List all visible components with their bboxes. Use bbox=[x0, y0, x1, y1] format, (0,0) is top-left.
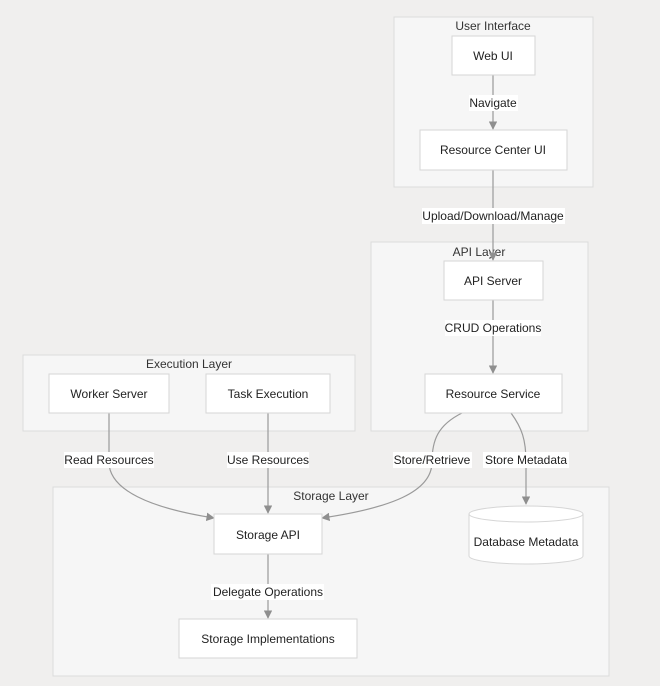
svg-text:Use Resources: Use Resources bbox=[227, 453, 309, 467]
node-web-ui[interactable]: Web UI bbox=[451, 35, 536, 76]
node-storage-api-label: Storage API bbox=[236, 528, 300, 542]
database-cylinder-top bbox=[468, 513, 584, 523]
edge-label-upload: Upload/Download/Manage bbox=[422, 208, 565, 224]
node-resource-center-ui[interactable]: Resource Center UI bbox=[419, 129, 568, 171]
edge-label-delegate: Delegate Operations bbox=[211, 584, 324, 600]
cluster-execution-layer-label: Execution Layer bbox=[146, 357, 232, 371]
node-database-metadata-label: Database Metadata bbox=[474, 535, 579, 549]
svg-text:Upload/Download/Manage: Upload/Download/Manage bbox=[422, 209, 564, 223]
node-api-server[interactable]: API Server bbox=[443, 260, 544, 301]
svg-text:Read Resources: Read Resources bbox=[64, 453, 153, 467]
node-web-ui-label: Web UI bbox=[473, 49, 513, 63]
svg-text:Navigate: Navigate bbox=[469, 96, 517, 110]
cluster-user-interface-label: User Interface bbox=[455, 19, 531, 33]
node-storage-api[interactable]: Storage API bbox=[213, 513, 323, 555]
svg-text:CRUD Operations: CRUD Operations bbox=[445, 321, 542, 335]
node-api-server-label: API Server bbox=[464, 274, 522, 288]
edge-label-crud: CRUD Operations bbox=[445, 320, 542, 336]
node-resource-service-label: Resource Service bbox=[446, 387, 541, 401]
edge-label-use-resources: Use Resources bbox=[227, 452, 309, 468]
edge-label-store-metadata: Store Metadata bbox=[483, 452, 569, 468]
node-worker-server-label: Worker Server bbox=[70, 387, 147, 401]
edge-label-navigate: Navigate bbox=[469, 95, 518, 111]
edge-label-read-resources: Read Resources bbox=[64, 452, 154, 468]
node-database-metadata[interactable]: Database Metadata bbox=[468, 505, 584, 565]
node-resource-service[interactable]: Resource Service bbox=[424, 373, 563, 414]
cluster-api-layer-label: API Layer bbox=[453, 245, 506, 259]
node-task-execution-label: Task Execution bbox=[228, 387, 309, 401]
node-storage-implementations[interactable]: Storage Implementations bbox=[178, 618, 358, 659]
edge-label-store-retrieve: Store/Retrieve bbox=[393, 452, 472, 468]
cluster-storage-layer-label: Storage Layer bbox=[293, 489, 368, 503]
node-storage-implementations-label: Storage Implementations bbox=[201, 632, 334, 646]
node-task-execution[interactable]: Task Execution bbox=[205, 373, 331, 414]
svg-text:Store Metadata: Store Metadata bbox=[485, 453, 567, 467]
node-resource-center-ui-label: Resource Center UI bbox=[440, 143, 546, 157]
node-worker-server[interactable]: Worker Server bbox=[48, 373, 170, 414]
svg-text:Store/Retrieve: Store/Retrieve bbox=[394, 453, 471, 467]
svg-text:Delegate Operations: Delegate Operations bbox=[213, 585, 323, 599]
